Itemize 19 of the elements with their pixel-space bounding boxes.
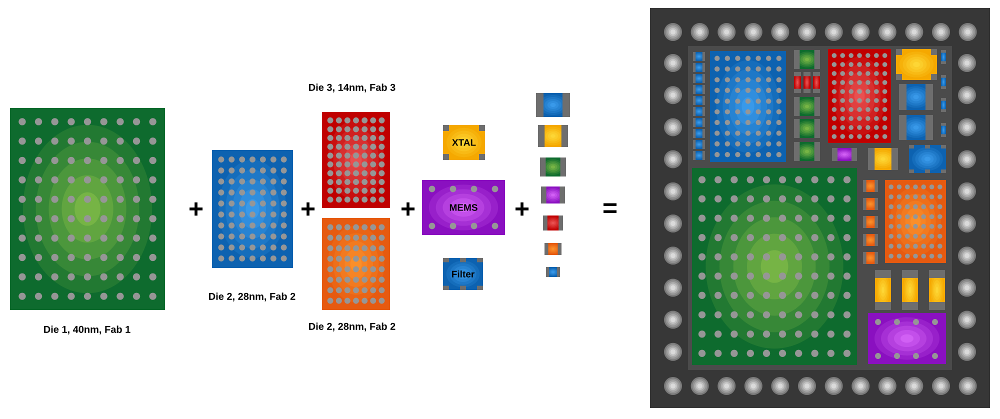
passive-component bbox=[546, 267, 560, 277]
passive-component bbox=[544, 243, 562, 255]
passive-component bbox=[536, 93, 570, 117]
operator-sign: + bbox=[302, 202, 315, 216]
passive-component bbox=[540, 158, 566, 176]
passive-component bbox=[541, 186, 565, 204]
operator-sign: + bbox=[516, 202, 529, 216]
operator-sign: + bbox=[402, 202, 415, 216]
passive-component bbox=[543, 216, 563, 230]
die-label: Die 1, 40nm, Fab 1 bbox=[44, 326, 130, 334]
passive-component bbox=[538, 125, 568, 147]
filter-chip: Filter bbox=[443, 258, 483, 290]
die-label: Die 2, 28nm, Fab 2 bbox=[309, 322, 396, 332]
die-label: Die 2, 28nm, Fab 2 bbox=[209, 292, 296, 302]
operator-sign: = bbox=[604, 203, 617, 214]
crystal-chip: XTAL bbox=[443, 125, 485, 160]
operator-sign: + bbox=[190, 202, 203, 216]
die-label: Die 3, 14nm, Fab 3 bbox=[309, 84, 396, 92]
mems-chip: MEMS bbox=[422, 180, 505, 235]
